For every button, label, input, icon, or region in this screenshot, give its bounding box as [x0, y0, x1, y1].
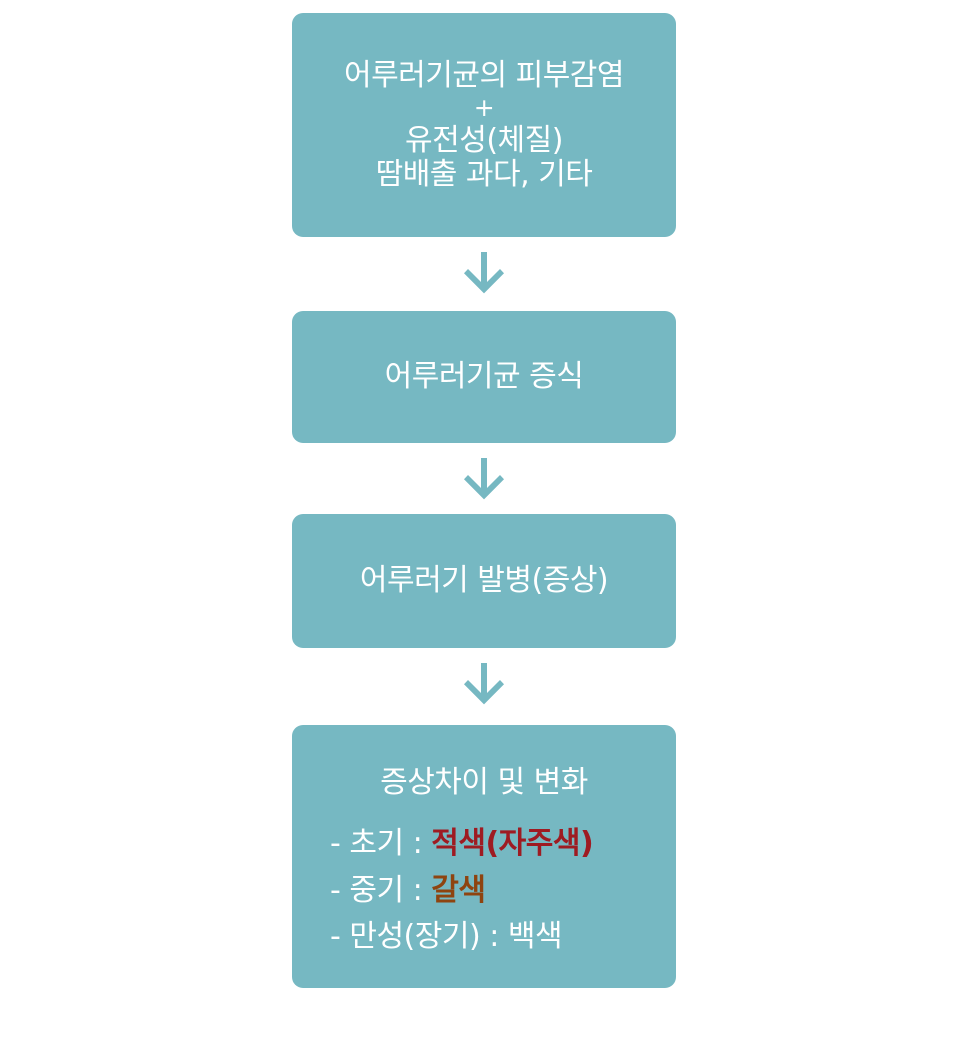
flow-node-growth-label: 어루러기균 증식 [384, 359, 584, 395]
symptom-label: - 초기 : [330, 826, 432, 861]
symptom-value: 백색 [507, 919, 563, 954]
symptom-label: - 만성(장기) : [330, 919, 508, 954]
flow-node-cause-line-1: 어루러기균의 피부감염 [343, 57, 625, 93]
flow-node-cause-line-4: 땀배출 과다, 기타 [375, 156, 593, 192]
flow-node-cause: 어루러기균의 피부감염 + 유전성(체질) 땀배출 과다, 기타 [292, 13, 676, 237]
symptoms-list: - 초기 : 적색(자주색) - 중기 : 갈색 - 만성(장기) : 백색 [292, 821, 676, 961]
symptom-row: - 만성(장기) : 백색 [330, 914, 676, 961]
flow-node-onset: 어루러기 발병(증상) [292, 514, 676, 648]
plus-sign-icon: + [473, 93, 495, 123]
flow-node-symptoms: 증상차이 및 변화 - 초기 : 적색(자주색) - 중기 : 갈색 - 만성(… [292, 725, 676, 988]
arrow-down-icon [462, 663, 506, 709]
symptom-value: 적색(자주색) [431, 826, 594, 861]
arrow-down-icon [462, 252, 506, 298]
symptom-label: - 중기 : [330, 872, 432, 908]
flow-node-cause-line-3: 유전성(체질) [405, 123, 563, 159]
flow-node-onset-label: 어루러기 발병(증상) [359, 563, 609, 599]
flow-node-symptoms-title: 증상차이 및 변화 [380, 765, 588, 800]
flow-node-growth: 어루러기균 증식 [292, 311, 676, 443]
symptom-row: - 초기 : 적색(자주색) [330, 821, 676, 868]
symptom-row: - 중기 : 갈색 [330, 868, 676, 915]
symptom-value: 갈색 [431, 872, 486, 908]
arrow-down-icon [462, 458, 506, 504]
